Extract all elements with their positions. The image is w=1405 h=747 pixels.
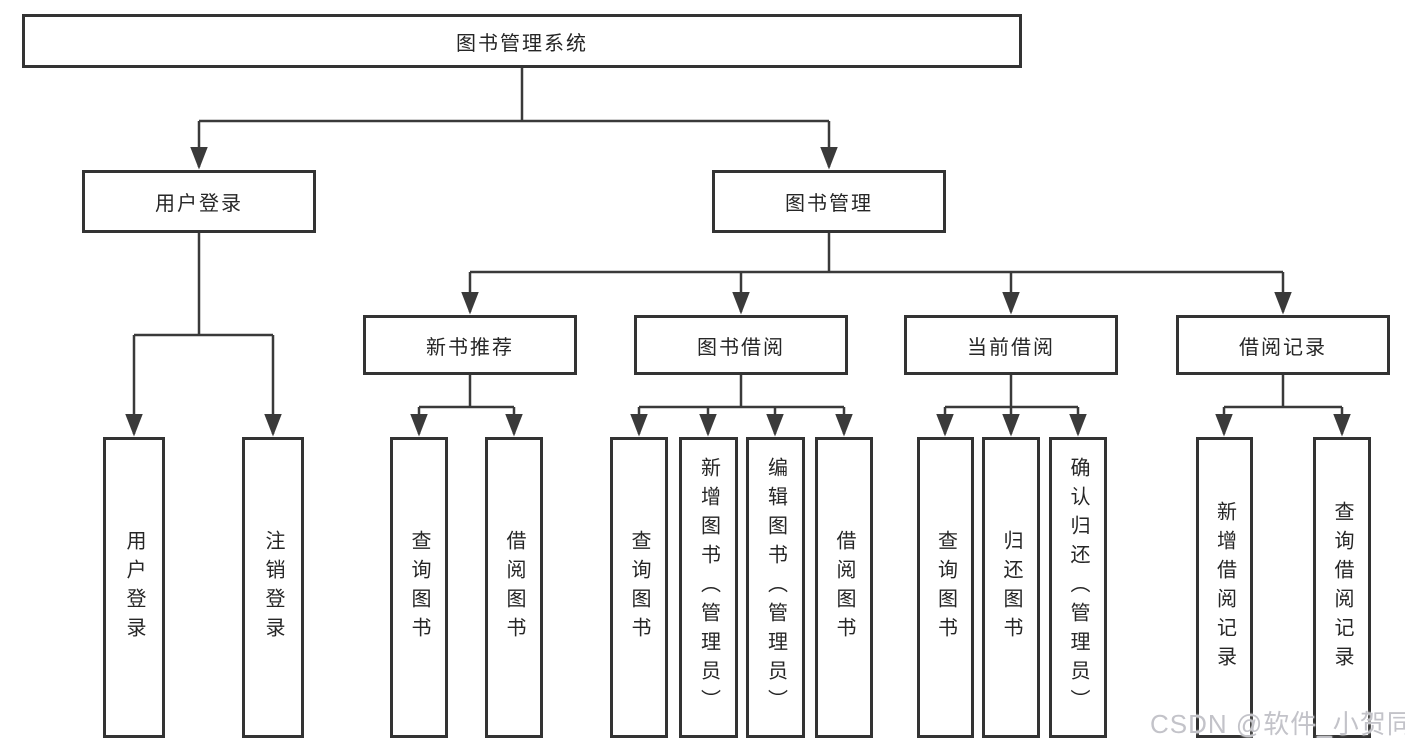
leaf-edit-books-admin: 编辑图书（管理员） bbox=[746, 437, 805, 738]
leaf-add-borrow-record: 新增借阅记录 bbox=[1196, 437, 1253, 738]
leaf-add-books-admin: 新增图书（管理员） bbox=[679, 437, 738, 738]
node-book-management: 图书管理 bbox=[712, 170, 946, 233]
node-label: 借阅记录 bbox=[1239, 336, 1327, 359]
node-label: 用户登录 bbox=[155, 193, 243, 215]
leaf-query-borrow-record: 查询借阅记录 bbox=[1313, 437, 1371, 738]
node-borrow-record: 借阅记录 bbox=[1176, 315, 1390, 375]
node-current-borrow: 当前借阅 bbox=[904, 315, 1118, 375]
node-new-book-recommend: 新书推荐 bbox=[363, 315, 577, 375]
node-root-library-system: 图书管理系统 bbox=[22, 14, 1022, 68]
node-label: 注销登录 bbox=[262, 529, 284, 646]
leaf-borrow-books: 借阅图书 bbox=[815, 437, 873, 738]
node-label: 归还图书 bbox=[1000, 529, 1022, 646]
node-label: 编辑图书（管理员） bbox=[764, 457, 787, 718]
leaf-user-login: 用户登录 bbox=[103, 437, 165, 738]
node-label: 用户登录 bbox=[123, 529, 145, 646]
node-label: 查询图书 bbox=[408, 529, 430, 646]
leaf-logout: 注销登录 bbox=[242, 437, 304, 738]
node-book-borrow: 图书借阅 bbox=[634, 315, 848, 375]
node-label: 图书借阅 bbox=[697, 336, 785, 359]
node-label: 图书管理系统 bbox=[456, 32, 588, 55]
node-label: 查询借阅记录 bbox=[1331, 500, 1353, 675]
node-user-login: 用户登录 bbox=[82, 170, 316, 233]
node-label: 当前借阅 bbox=[967, 336, 1055, 359]
leaf-query-books: 查询图书 bbox=[610, 437, 668, 738]
leaf-query-books: 查询图书 bbox=[917, 437, 974, 738]
node-label: 确认归还（管理员） bbox=[1067, 457, 1089, 718]
node-label: 查询图书 bbox=[934, 529, 957, 646]
node-label: 新增借阅记录 bbox=[1213, 500, 1236, 675]
node-label: 图书管理 bbox=[785, 193, 873, 215]
node-label: 借阅图书 bbox=[503, 529, 525, 646]
node-label: 新书推荐 bbox=[426, 336, 514, 359]
leaf-return-books: 归还图书 bbox=[982, 437, 1040, 738]
node-label: 新增图书（管理员） bbox=[697, 457, 720, 718]
csdn-watermark: CSDN @软件_小贺同学 bbox=[1150, 709, 1405, 739]
node-label: 借阅图书 bbox=[833, 529, 855, 646]
leaf-query-books: 查询图书 bbox=[390, 437, 448, 738]
leaf-borrow-books: 借阅图书 bbox=[485, 437, 543, 738]
node-label: 查询图书 bbox=[628, 529, 650, 646]
leaf-confirm-return-admin: 确认归还（管理员） bbox=[1049, 437, 1107, 738]
